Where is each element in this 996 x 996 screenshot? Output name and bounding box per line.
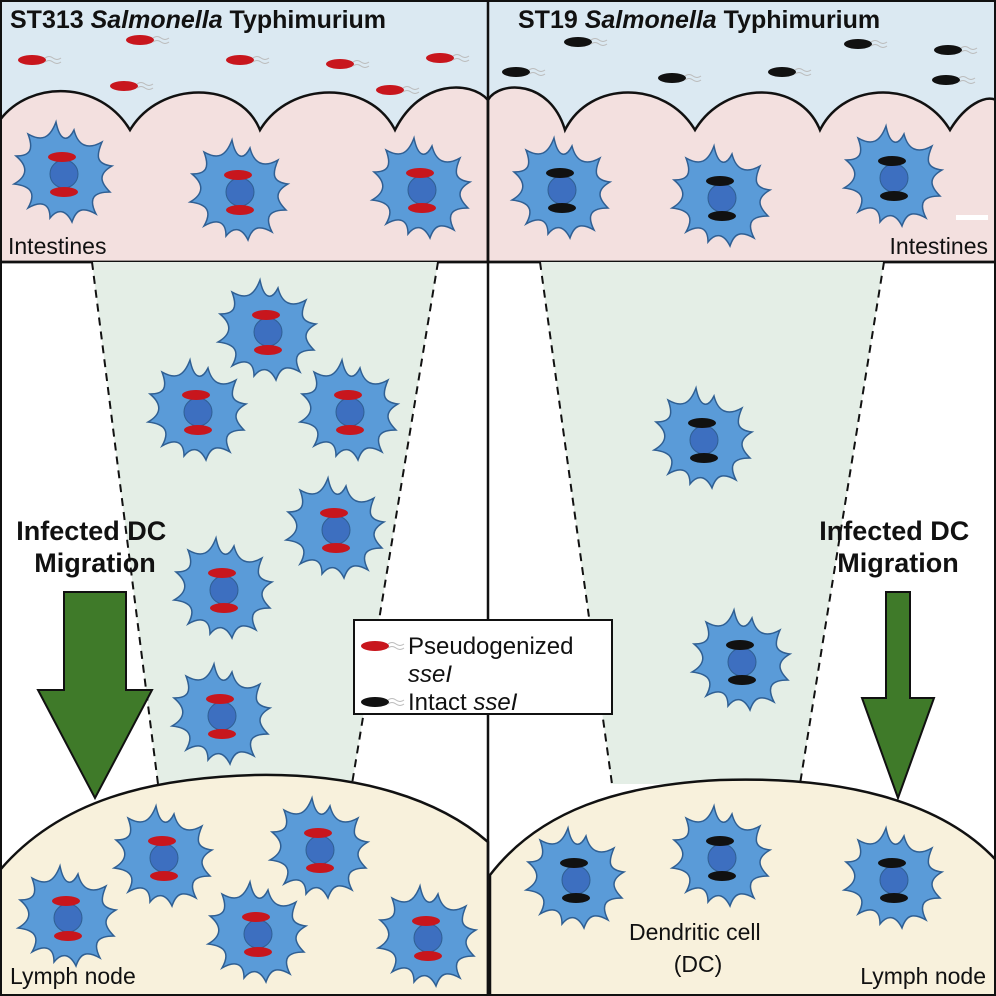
left-migration-label: Infected DC Migration [16, 516, 174, 578]
scale-bar [956, 215, 988, 220]
legend-intact-label: Intact sseI [408, 689, 518, 716]
dendritic-cell-label: Dendritic cell (DC) [629, 919, 767, 977]
right-intestines-label: Intestines [890, 233, 988, 259]
right-lymph-node-label: Lymph node [860, 963, 986, 989]
left-title: ST313 Salmonella Typhimurium [10, 6, 386, 34]
left-lymph-node-label: Lymph node [10, 963, 136, 989]
left-lymph-node [0, 773, 490, 996]
right-channel-edge [799, 261, 885, 785]
legend: Pseudogenized sseI Intact sseI [353, 619, 613, 716]
right-migration-channel [540, 262, 884, 784]
left-migration-arrow [36, 591, 154, 801]
legend-pseudogenized-label: Pseudogenized sseI [408, 633, 580, 688]
right-title: ST19 Salmonella Typhimurium [518, 6, 880, 34]
right-migration-arrow [860, 591, 936, 801]
left-intestines-label: Intestines [8, 233, 106, 259]
right-migration-label: Infected DC Migration [819, 516, 977, 578]
legend-box [353, 619, 613, 715]
